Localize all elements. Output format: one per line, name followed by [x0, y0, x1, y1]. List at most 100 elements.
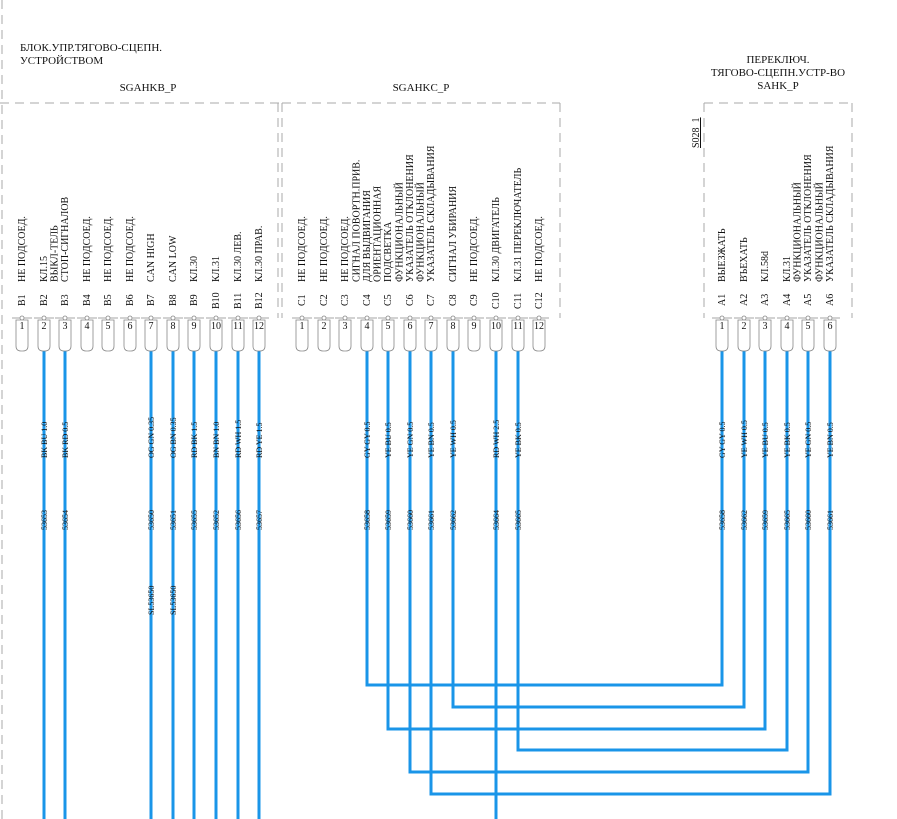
pin-c3: НЕ ПОДСОЕД.C33 — [335, 216, 355, 352]
pin-code: A6 — [825, 294, 836, 306]
wire-id-label: 53653 — [40, 510, 49, 530]
pin-code: B9 — [189, 294, 200, 306]
pin-number: 10 — [211, 321, 221, 332]
pin-number: 9 — [472, 321, 477, 332]
pin-number: 4 — [785, 321, 790, 332]
pin-function-label: КЛ.30 ДВИГАТЕЛЬ — [491, 197, 502, 282]
pin-number: 4 — [365, 321, 370, 332]
pin-code: B5 — [103, 294, 114, 306]
wire-id-label: 53660 — [804, 510, 813, 530]
pin-function-label: УКАЗАТЕЛЬ СКЛАДЫВАНИЯ — [426, 145, 437, 282]
terminal-housing — [360, 319, 374, 352]
wire-id-label: 53661 — [427, 510, 436, 530]
terminal-icon — [127, 315, 133, 321]
pin-number: 6 — [828, 321, 833, 332]
terminal-icon — [719, 315, 725, 321]
terminal-housing — [58, 319, 72, 352]
wire-color-label: YE BK 0.5 — [783, 422, 792, 458]
pin-function-label: CAN HIGH — [146, 233, 157, 282]
terminal-icon — [41, 315, 47, 321]
terminal-housing — [317, 319, 331, 352]
pin-number: 4 — [85, 321, 90, 332]
pin-function-label: ФУНКЦИОНАЛЬНЫЙ — [394, 182, 406, 282]
pin-number: 1 — [720, 321, 725, 332]
wire-color-label: YE BU 0.5 — [384, 422, 393, 458]
connector-frames — [0, 0, 853, 819]
pin-number: 12 — [254, 321, 264, 332]
pin-number: 2 — [42, 321, 47, 332]
terminal-housing — [780, 319, 794, 352]
terminal-icon — [536, 315, 542, 321]
wire-id-label: 53651 — [169, 510, 178, 530]
splice-label: SL53650 — [169, 586, 178, 615]
connector-name-sgahkc: SGAHKC_P — [393, 82, 450, 94]
pin-code: C7 — [426, 294, 437, 306]
pin-b6: НЕ ПОДСОЕД.B66 — [120, 216, 140, 352]
pin-number: 3 — [63, 321, 68, 332]
pin-function-label: ПОДСВЕТКА — [383, 221, 394, 282]
pin-number: 1 — [300, 321, 305, 332]
switch-title-line-1: ПЕРЕКЛЮЧ. — [746, 54, 809, 66]
pin-number: 7 — [149, 321, 154, 332]
terminal-housing — [801, 319, 815, 352]
switch-reference: S028_1 — [691, 117, 702, 148]
terminal-icon — [364, 315, 370, 321]
pin-function-label: НЕ ПОДСОЕД. — [82, 216, 93, 282]
wire-color-label: YE BK 0.5 — [514, 422, 523, 458]
switch-connector-name: SAHK_P — [757, 80, 799, 92]
pin-code: C2 — [319, 294, 330, 306]
wire-id-label: 53650 — [147, 510, 156, 530]
pin-number: 8 — [451, 321, 456, 332]
terminal-icon — [213, 315, 219, 321]
terminal-icon — [784, 315, 790, 321]
terminal-housing — [37, 319, 51, 352]
wire-id-label: 53661 — [826, 510, 835, 530]
terminal-housing — [166, 319, 180, 352]
pin-number: 7 — [429, 321, 434, 332]
pin-code: C6 — [405, 294, 416, 306]
pin-function-label: КЛ.58d — [760, 251, 771, 282]
pin-code: B1 — [17, 294, 28, 306]
wire-color-label: OG GN 0.35 — [147, 417, 156, 458]
pin-function-label: НЕ ПОДСОЕД. — [125, 216, 136, 282]
terminal-housing — [511, 319, 525, 352]
terminal-icon — [84, 315, 90, 321]
pin-code: C12 — [534, 292, 545, 309]
wires — [42, 350, 832, 819]
terminal-icon — [428, 315, 434, 321]
terminal-housing — [489, 319, 503, 352]
pin-function-label: НЕ ПОДСОЕД. — [319, 216, 330, 282]
pin-function-label: НЕ ПОДСОЕД. — [297, 216, 308, 282]
wire-color-label: RD YE 1.5 — [255, 423, 264, 458]
terminal-icon — [762, 315, 768, 321]
pin-number: 2 — [322, 321, 327, 332]
pin-number: 3 — [343, 321, 348, 332]
wire-id-label: 53655 — [190, 510, 199, 530]
terminal-icon — [235, 315, 241, 321]
terminal-housing — [338, 319, 352, 352]
terminal-housing — [209, 319, 223, 352]
wire-color-label: RD BK 1.5 — [190, 422, 199, 458]
terminal-housing — [15, 319, 29, 352]
pin-function-label: КЛ.30 ЛЕВ. — [233, 231, 244, 282]
terminal-icon — [407, 315, 413, 321]
terminal-icon — [191, 315, 197, 321]
pin-function-label: ФУНКЦИОНАЛЬНЫЙ — [814, 182, 826, 282]
pin-code: A5 — [803, 294, 814, 306]
terminal-housing — [737, 319, 751, 352]
wire-color-label: YE GN 0.5 — [406, 422, 415, 458]
wire-id-label: 53665 — [783, 510, 792, 530]
